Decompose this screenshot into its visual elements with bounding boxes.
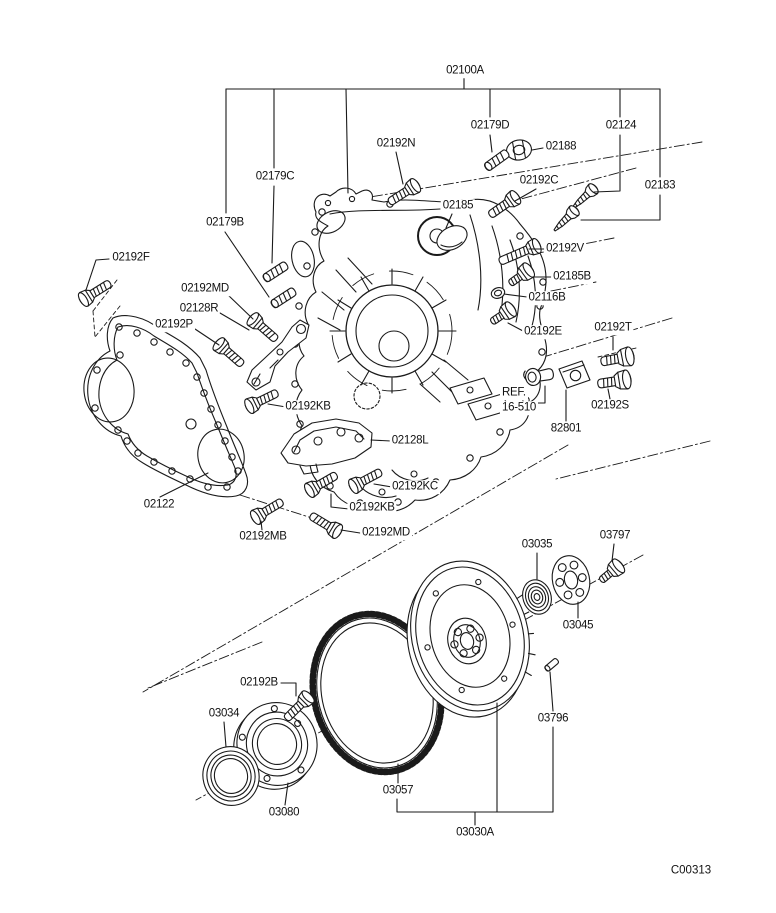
bolt-02192T-drawing xyxy=(598,345,637,372)
bolt-02192MD-lower-drawing xyxy=(305,507,346,541)
pin-02179D-drawing xyxy=(482,148,511,173)
nut-02188-drawing xyxy=(506,139,532,161)
oil-seal-03034-drawing xyxy=(202,746,260,806)
bolt-03797-drawing xyxy=(594,556,628,588)
bracket-02128R-drawing xyxy=(246,319,310,391)
pin-02179C-drawing xyxy=(261,260,290,284)
bolt-02192F-drawing xyxy=(75,275,115,309)
cap-02185-drawing xyxy=(436,225,468,251)
flywheel-hub xyxy=(447,617,487,665)
timing-cover-gasket-drawing xyxy=(83,315,249,498)
washer-02116B-drawing xyxy=(490,287,506,299)
bracket-02128L-drawing xyxy=(280,418,373,475)
flywheel-drawing xyxy=(406,560,536,718)
clamp-82801-drawing xyxy=(558,360,591,389)
drawing-code: C00313 xyxy=(668,864,714,878)
bolt-02192KB-upper-drawing xyxy=(242,384,282,416)
bolt-02192P-drawing xyxy=(210,335,249,372)
crank-sensor-drawing xyxy=(523,367,554,387)
bolt-02192S-drawing xyxy=(595,368,633,395)
pin-03796-drawing xyxy=(543,657,560,673)
bearing-03035-drawing xyxy=(522,579,552,615)
plate-03045-drawing xyxy=(551,555,591,605)
leader-lines xyxy=(85,77,661,826)
screw-02183-drawing xyxy=(549,203,582,236)
pin-02179B-drawing xyxy=(269,286,298,310)
